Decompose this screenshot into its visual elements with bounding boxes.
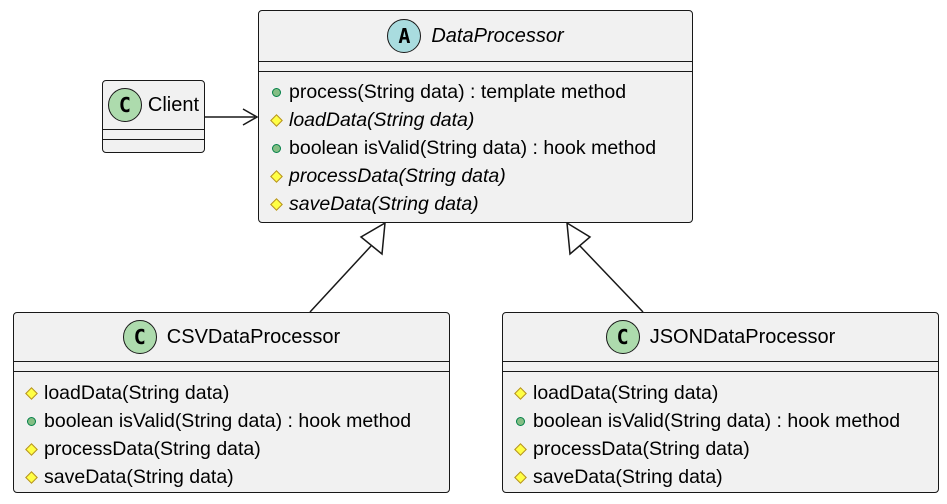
field-divider — [14, 361, 449, 362]
class-name: JSONDataProcessor — [649, 325, 836, 348]
protected-visibility-icon — [269, 113, 283, 127]
class-data-processor[interactable]: A DataProcessor process(String data) : t… — [258, 10, 693, 223]
protected-visibility-icon — [269, 197, 283, 211]
class-icon: C — [122, 320, 157, 354]
member-row: loadData(String data) — [14, 379, 449, 407]
class-csv-data-processor[interactable]: C CSVDataProcessor loadData(String data)… — [13, 312, 450, 493]
class-header: C CSVDataProcessor — [14, 313, 449, 361]
member-text: boolean isValid(String data) : hook meth… — [289, 136, 657, 159]
member-row: boolean isValid(String data) : hook meth… — [14, 407, 449, 435]
member-list: loadData(String data) boolean isValid(Str… — [14, 379, 449, 491]
public-visibility-icon — [269, 87, 283, 97]
field-divider — [103, 129, 204, 130]
method-divider — [259, 71, 692, 72]
class-header: C JSONDataProcessor — [503, 313, 938, 361]
member-row: processData(String data) — [259, 162, 692, 190]
member-text: processData(String data) — [533, 437, 750, 460]
inheritance-triangle-json — [566, 221, 592, 256]
protected-visibility-icon — [24, 442, 38, 456]
protected-visibility-icon — [269, 169, 283, 183]
member-text: processData(String data) — [44, 437, 261, 460]
member-text: process(String data) : template method — [289, 80, 627, 103]
method-divider — [503, 371, 938, 372]
method-divider — [103, 139, 204, 140]
class-icon: C — [605, 320, 640, 354]
member-text: boolean isValid(String data) : hook meth… — [533, 409, 901, 432]
member-row: process(String data) : template method — [259, 78, 692, 106]
member-row: loadData(String data) — [259, 106, 692, 134]
member-text: loadData(String data) — [533, 381, 719, 404]
protected-visibility-icon — [24, 470, 38, 484]
protected-visibility-icon — [513, 470, 527, 484]
protected-visibility-icon — [24, 386, 38, 400]
member-row: saveData(String data) — [503, 463, 938, 491]
member-text: saveData(String data) — [533, 465, 723, 488]
class-header: C Client — [103, 81, 204, 129]
member-row: saveData(String data) — [259, 190, 692, 218]
class-client[interactable]: C Client — [102, 80, 205, 153]
member-row: loadData(String data) — [503, 379, 938, 407]
member-text: processData(String data) — [289, 164, 506, 187]
protected-visibility-icon — [513, 442, 527, 456]
inheritance-line-csv — [309, 245, 372, 313]
abstract-class-icon: A — [387, 19, 422, 53]
field-divider — [259, 61, 692, 62]
class-name: DataProcessor — [431, 24, 564, 47]
class-header: A DataProcessor — [259, 11, 692, 61]
public-visibility-icon — [513, 416, 527, 426]
field-divider — [503, 361, 938, 362]
class-name: Client — [147, 93, 200, 116]
member-row: saveData(String data) — [14, 463, 449, 491]
member-row: processData(String data) — [14, 435, 449, 463]
member-list: process(String data) : template method lo… — [259, 78, 692, 218]
method-divider — [14, 371, 449, 372]
member-text: loadData(String data) — [44, 381, 230, 404]
member-text: saveData(String data) — [44, 465, 234, 488]
class-name: CSVDataProcessor — [166, 325, 341, 348]
member-list: loadData(String data) boolean isValid(Str… — [503, 379, 938, 491]
inheritance-triangle-csv — [359, 221, 386, 256]
inheritance-line-json — [579, 245, 644, 313]
public-visibility-icon — [269, 143, 283, 153]
member-text: boolean isValid(String data) : hook meth… — [44, 409, 412, 432]
member-row: boolean isValid(String data) : hook meth… — [259, 134, 692, 162]
member-row: processData(String data) — [503, 435, 938, 463]
member-text: loadData(String data) — [289, 108, 475, 131]
class-json-data-processor[interactable]: C JSONDataProcessor loadData(String data… — [502, 312, 939, 493]
class-icon: C — [107, 88, 142, 122]
association-arrowhead — [242, 108, 259, 126]
member-row: boolean isValid(String data) : hook meth… — [503, 407, 938, 435]
protected-visibility-icon — [513, 386, 527, 400]
public-visibility-icon — [24, 416, 38, 426]
member-text: saveData(String data) — [289, 192, 479, 215]
